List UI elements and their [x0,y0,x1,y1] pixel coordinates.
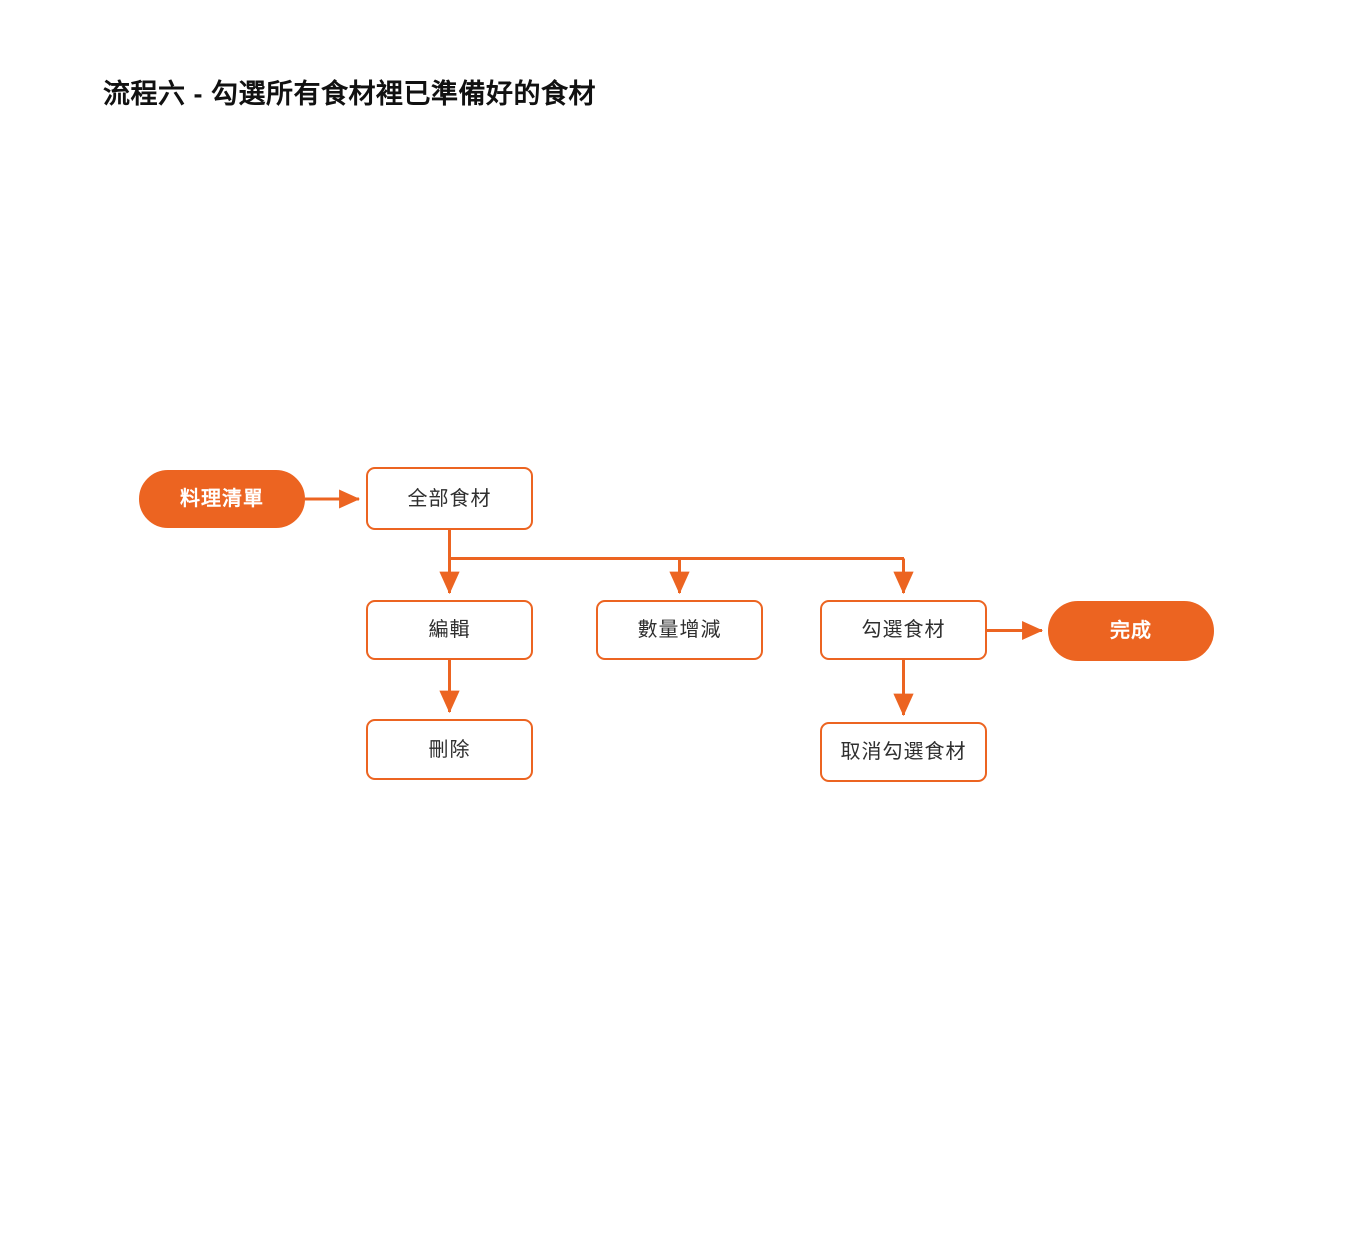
node-all-ingredients[interactable]: 全部食材 [366,467,533,530]
node-delete[interactable]: 刪除 [366,719,533,780]
node-check-ingredient[interactable]: 勾選食材 [820,600,987,660]
node-uncheck-ingredient[interactable]: 取消勾選食材 [820,722,987,782]
node-delete-label: 刪除 [428,738,471,761]
node-all-ingredients-label: 全部食材 [407,487,492,510]
node-dish-list[interactable]: 料理清單 [139,470,305,528]
node-edit-label: 編輯 [428,619,471,641]
node-quantity-adjust-label: 數量增減 [637,619,722,641]
node-edit[interactable]: 編輯 [366,600,533,660]
node-check-ingredient-label: 勾選食材 [861,619,946,641]
node-done[interactable]: 完成 [1048,601,1214,661]
node-uncheck-ingredient-label: 取消勾選食材 [840,741,967,763]
page-title: 流程六 - 勾選所有食材裡已準備好的食材 [103,79,596,109]
node-done-label: 完成 [1110,620,1152,642]
node-dish-list-label: 料理清單 [180,488,264,510]
node-quantity-adjust[interactable]: 數量增減 [596,600,763,660]
